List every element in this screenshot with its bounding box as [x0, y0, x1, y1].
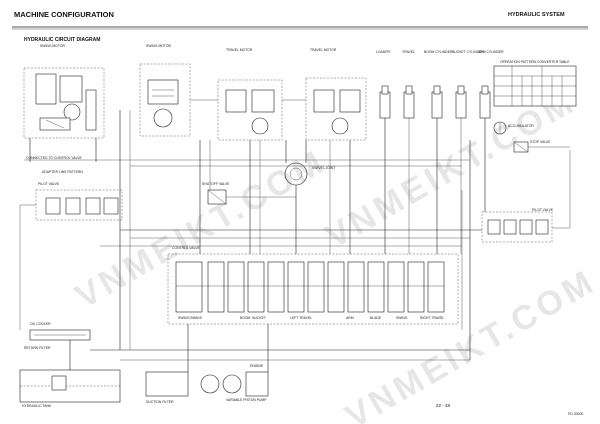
doc-code: FD 00000: [568, 412, 584, 416]
label-swivel-joint: SWIVEL JOINT: [312, 166, 336, 170]
label-swing-motor: SWING MOTOR: [40, 44, 65, 48]
page-header-left: MACHINE CONFIGURATION: [14, 10, 114, 19]
label-boom-bucket: BOOM BUCKET: [240, 316, 266, 320]
label-swing-brake: SWING BRAKE: [178, 316, 202, 320]
label-connected-to: CONNECTED TO CONTROL VALVE: [26, 156, 82, 160]
label-engine: ENGINE: [250, 364, 263, 368]
label-shutoff-valve: SHUTOFF VALVE: [202, 182, 230, 186]
label-left-travel: LEFT TRAVEL: [290, 316, 313, 320]
label-arm: ARM: [346, 316, 354, 320]
label-accumulator: ACCUMULATOR: [508, 124, 534, 128]
label-blade: BLADE: [370, 316, 382, 320]
page-number: 22 - 48: [436, 403, 451, 408]
label-operation-pattern: OPERATION PATTERN CONVERTER TABLE: [500, 60, 570, 64]
label-bucket-cylinder: BUCKET CYLINDER: [452, 50, 484, 54]
page-header-right: HYDRAULIC SYSTEM: [508, 12, 565, 18]
label-suction-filter: SUCTION FILTER: [146, 400, 174, 404]
label-adapter-pattern: ADAPTER LINE PATTERN: [42, 170, 83, 174]
label-stop-valve: STOP VALVE: [530, 140, 551, 144]
label-travel-motor-left: TRAVEL MOTOR: [226, 48, 253, 52]
label-right-travel: RIGHT TRAVEL: [420, 316, 445, 320]
label-hydraulic-tank: HYDRAULIC TANK: [22, 404, 52, 408]
label-travel: TRAVEL: [402, 50, 415, 54]
label-return-filter: RETURN FILTER: [24, 346, 51, 350]
label-swing: SWING: [396, 316, 408, 320]
label-loader: LOADER: [376, 50, 390, 54]
label-arm-cylinder: ARM CYLINDER: [478, 50, 504, 54]
label-oil-cooler: OIL COOLER: [30, 322, 51, 326]
diagram-title: HYDRAULIC CIRCUIT DIAGRAM: [24, 37, 101, 43]
label-boom-cylinder: BOOM CYLINDER: [424, 50, 453, 54]
label-pilot-valve-right: PILOT VALVE: [532, 208, 554, 212]
label-pump: VARIABLE PISTON PUMP: [226, 398, 267, 402]
label-travel-motor-right: TRAVEL MOTOR: [310, 48, 337, 52]
label-travel-motor-upper: SWING MOTOR: [146, 44, 171, 48]
label-control-valve: CONTROL VALVE: [172, 246, 200, 250]
label-pilot-valve-left: PILOT VALVE: [38, 182, 60, 186]
